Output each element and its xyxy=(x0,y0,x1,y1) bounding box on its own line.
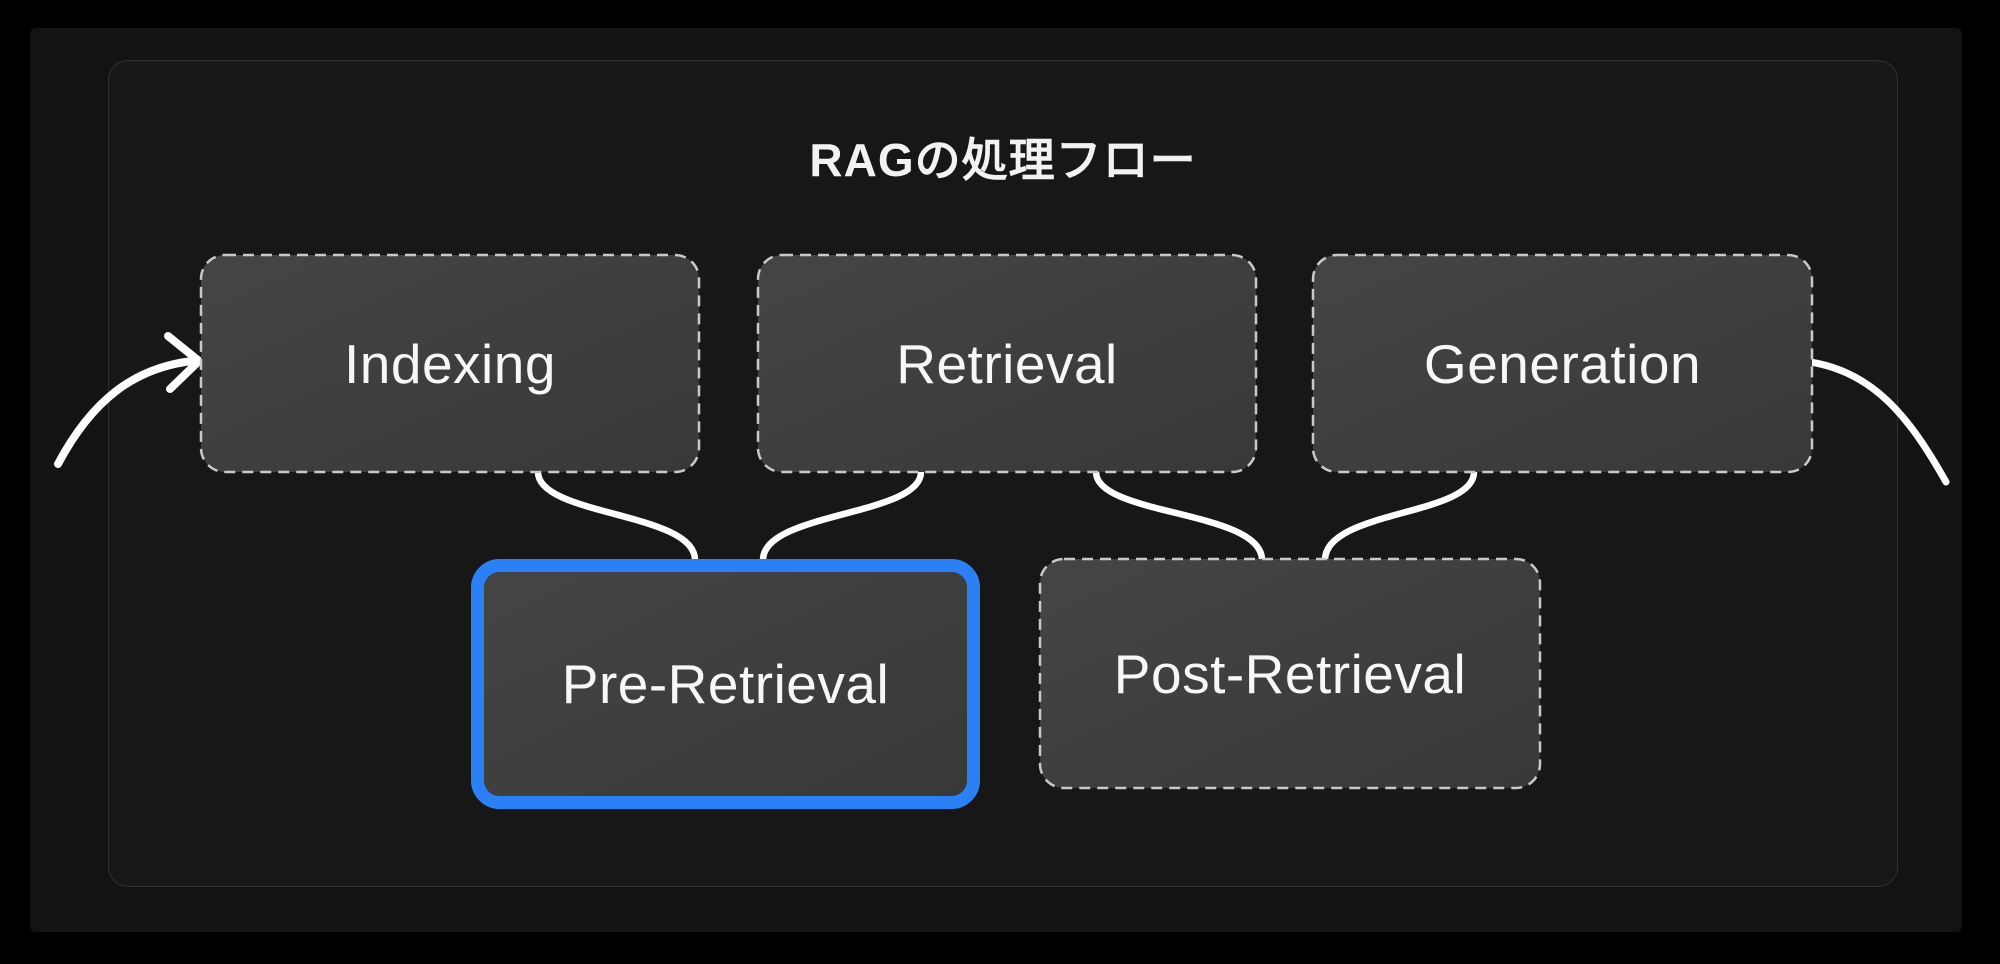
node-pre-retrieval-box-highlighted xyxy=(471,559,980,809)
edge-generation-to-flow-out xyxy=(1806,358,1950,486)
edge-indexing-to-pre-retrieval xyxy=(534,468,699,564)
node-retrieval-box xyxy=(756,253,1258,474)
edge-flow-in-to-indexing xyxy=(54,357,196,468)
edge-retrieval-to-post-retrieval xyxy=(1092,468,1266,564)
node-generation-box xyxy=(1311,253,1814,474)
edge-retrieval-to-pre-retrieval xyxy=(759,468,925,564)
node-indexing-box xyxy=(199,253,701,474)
diagram-title: RAGの処理フロー xyxy=(809,134,1197,186)
diagram-panel xyxy=(108,60,1898,887)
edge-generation-to-post-retrieval xyxy=(1321,468,1478,564)
arrowhead-icon xyxy=(164,332,203,393)
node-post-retrieval-box xyxy=(1038,557,1542,790)
